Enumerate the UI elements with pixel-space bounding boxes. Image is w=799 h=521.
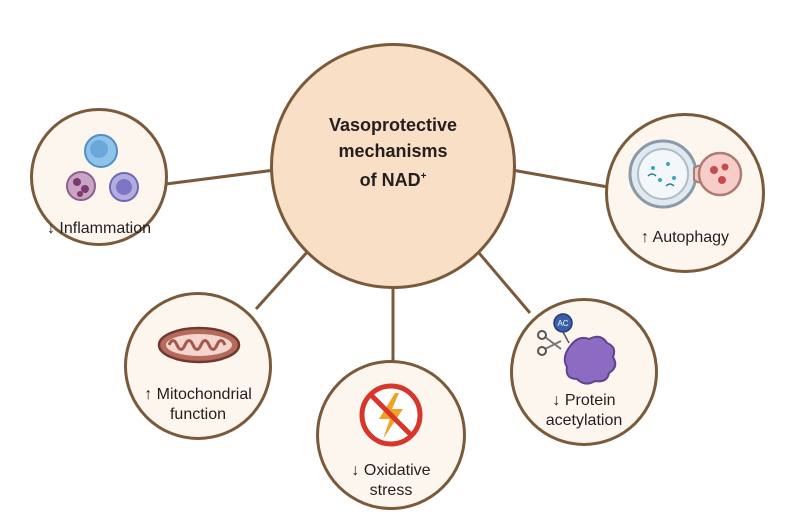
no-lightning-icon: [359, 383, 423, 447]
center-title-line2: mechanisms: [338, 141, 448, 161]
acetyl-badge-text: AC: [557, 319, 568, 328]
center-title-line1: Vasoprotective: [328, 115, 458, 135]
oxidative-label-line2: stress: [369, 482, 413, 499]
mitochondrial-label-line1: ↑ Mitochondrial: [144, 386, 252, 403]
center-title: Vasoprotective mechanisms of NAD+: [273, 112, 513, 193]
protein-label-line2: acetylation: [545, 412, 623, 429]
autophagy-icon: [628, 139, 743, 209]
inflammation-node: ↓ Inflammation: [30, 108, 168, 246]
oxidative-label-line1: ↓ Oxidative: [351, 462, 431, 479]
center-node: Vasoprotective mechanisms of NAD+: [270, 43, 516, 289]
protein-label-line1: ↓ Protein: [552, 392, 616, 409]
protein-label: ↓ Protein acetylation: [513, 391, 655, 431]
superscript-plus: +: [420, 171, 427, 182]
link-inflammation: [165, 168, 276, 186]
mitochondrial-label: ↑ Mitochondrial function: [127, 385, 269, 425]
protein-scissors-icon: AC: [537, 313, 617, 385]
autophagy-node: ↑ Autophagy: [605, 113, 765, 273]
immune-cells-icon: [66, 134, 139, 202]
mitochondrial-label-line2: function: [169, 406, 227, 423]
mitochondrial-node: ↑ Mitochondrial function: [124, 292, 272, 440]
autophagy-label: ↑ Autophagy: [640, 229, 730, 246]
link-autophagy: [511, 168, 609, 189]
mitochondrion-icon: [157, 326, 241, 364]
oxidative-label: ↓ Oxidative stress: [319, 461, 463, 501]
center-title-line3: of NAD+: [359, 170, 427, 190]
oxidative-node: ↓ Oxidative stress: [316, 360, 466, 510]
protein-node: AC ↓ Protein acetylation: [510, 298, 658, 446]
inflammation-label: ↓ Inflammation: [46, 220, 152, 237]
